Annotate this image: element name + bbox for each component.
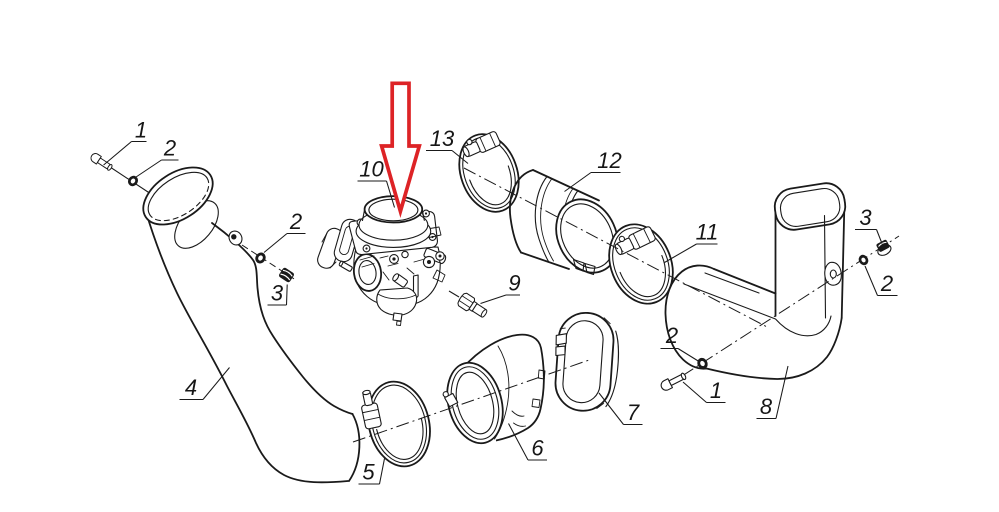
- svg-text:8: 8: [760, 394, 773, 419]
- svg-text:3: 3: [271, 281, 284, 306]
- svg-text:2: 2: [289, 209, 302, 234]
- svg-text:9: 9: [508, 271, 520, 296]
- svg-text:7: 7: [627, 400, 640, 425]
- svg-text:11: 11: [696, 220, 719, 245]
- svg-text:1: 1: [710, 378, 722, 403]
- svg-text:12: 12: [597, 148, 621, 173]
- svg-text:2: 2: [163, 136, 176, 161]
- svg-text:3: 3: [859, 205, 872, 230]
- svg-text:2: 2: [665, 323, 678, 348]
- svg-text:13: 13: [430, 126, 455, 151]
- svg-text:5: 5: [362, 460, 375, 485]
- svg-text:4: 4: [185, 375, 197, 400]
- svg-text:6: 6: [531, 436, 544, 461]
- svg-text:10: 10: [359, 157, 384, 182]
- svg-text:2: 2: [880, 271, 893, 296]
- svg-text:1: 1: [135, 118, 147, 143]
